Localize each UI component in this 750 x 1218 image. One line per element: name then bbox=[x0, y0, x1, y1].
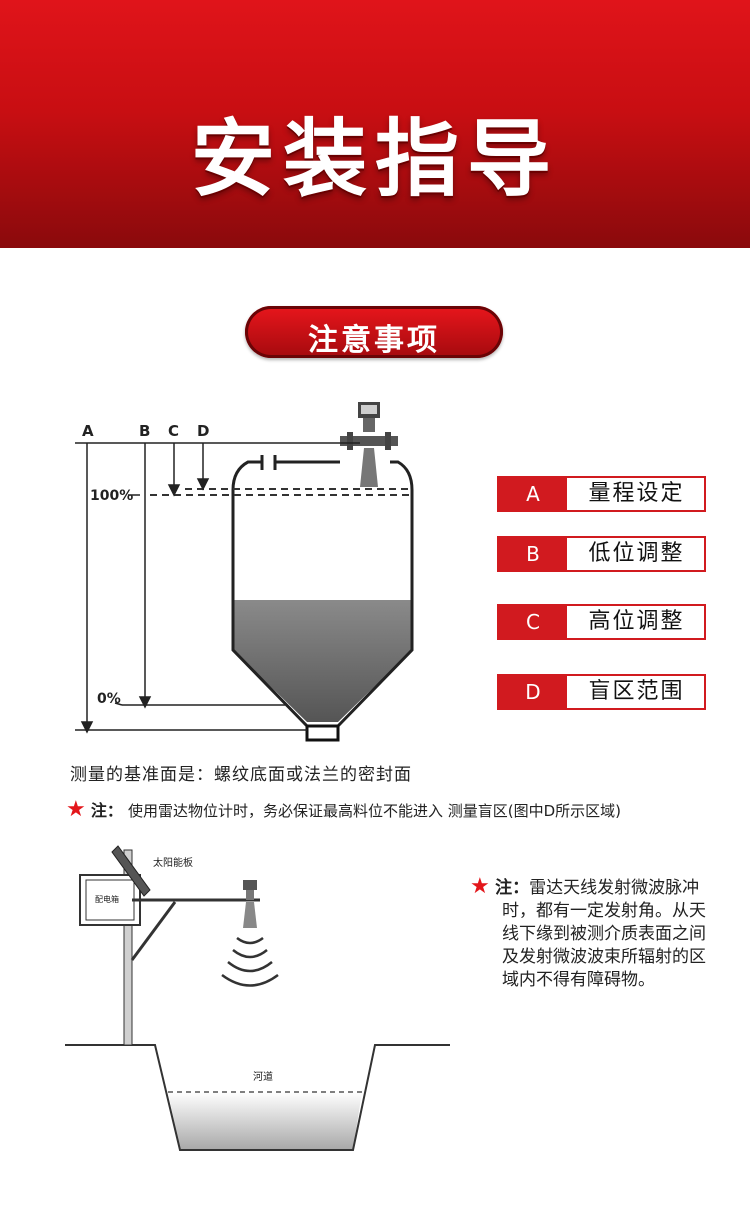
note-label: 注 bbox=[90, 801, 107, 820]
header-banner: 安装指导 bbox=[0, 0, 750, 248]
note-line: 及发射微波波束所辐射的区 bbox=[502, 947, 706, 967]
channel-label: 河道 bbox=[253, 1070, 273, 1083]
legend-label: 量程设定 bbox=[588, 481, 685, 506]
section-title: 注意事项 bbox=[308, 323, 440, 358]
legend-key: A bbox=[499, 478, 567, 510]
cabinet-label: 配电箱 bbox=[95, 894, 119, 904]
pole bbox=[123, 849, 133, 1046]
note-line: 域内不得有障碍物。 bbox=[502, 970, 655, 990]
star-icon: ★ bbox=[470, 874, 490, 899]
legend-label: 低位调整 bbox=[588, 541, 685, 566]
note-label: 注 bbox=[495, 878, 513, 898]
reference-note: 测量的基准面是：螺纹底面或法兰的密封面 bbox=[70, 765, 412, 785]
warning-note-2: ★ 注：雷达天线发射微波脉冲 时，都有一定发射角。从天 线下缘到被测介质表面之间… bbox=[470, 875, 740, 992]
note-line: 时，都有一定发射角。从天 bbox=[502, 901, 706, 921]
river-diagram: 太阳能板 配电箱 河道 bbox=[65, 845, 450, 1151]
silo-material bbox=[233, 600, 412, 722]
section-pill: 注意事项 bbox=[245, 306, 503, 358]
warning-note-1: ★ 注： 使用雷达物位计时，务必保证最高料位不能进入 测量盲区(图中D所示区域) bbox=[66, 797, 621, 822]
river-water bbox=[168, 1092, 362, 1150]
river-bank bbox=[65, 1044, 450, 1151]
legend-item-a: A 量程设定 bbox=[497, 476, 706, 512]
note-line: 线下缘到被测介质表面之间 bbox=[502, 924, 706, 944]
letter-a: A bbox=[82, 422, 94, 440]
note-text: 使用雷达物位计时，务必保证最高料位不能进入 测量盲区(图中D所示区域) bbox=[127, 802, 621, 820]
radar-gauge-icon bbox=[243, 880, 257, 928]
letter-c: C bbox=[168, 422, 179, 440]
legend-label: 盲区范围 bbox=[588, 679, 685, 704]
level-0-label: 0% bbox=[97, 691, 121, 707]
cabinet bbox=[79, 874, 141, 926]
note-line: 雷达天线发射微波脉冲 bbox=[529, 878, 700, 898]
legend-item-b: B 低位调整 bbox=[497, 536, 706, 572]
radar-gauge-icon bbox=[340, 402, 398, 487]
silo-outlet bbox=[305, 724, 340, 742]
level-100-label: 100% bbox=[90, 488, 133, 504]
legend-item-c: C 高位调整 bbox=[497, 604, 706, 640]
star-icon: ★ bbox=[66, 797, 86, 822]
silo-diagram: A B C D 100% 0% bbox=[75, 402, 414, 742]
letter-d: D bbox=[197, 422, 209, 440]
legend-key: B bbox=[499, 538, 567, 570]
letter-b: B bbox=[139, 422, 150, 440]
page-title: 安装指导 bbox=[190, 110, 559, 208]
microwave-waves bbox=[221, 936, 279, 987]
solar-panel-icon bbox=[111, 845, 151, 897]
solar-panel-label: 太阳能板 bbox=[153, 856, 193, 869]
legend-key: C bbox=[499, 606, 567, 638]
legend-item-d: D 盲区范围 bbox=[497, 674, 706, 710]
legend-label: 高位调整 bbox=[588, 609, 685, 634]
legend-key: D bbox=[499, 676, 567, 708]
